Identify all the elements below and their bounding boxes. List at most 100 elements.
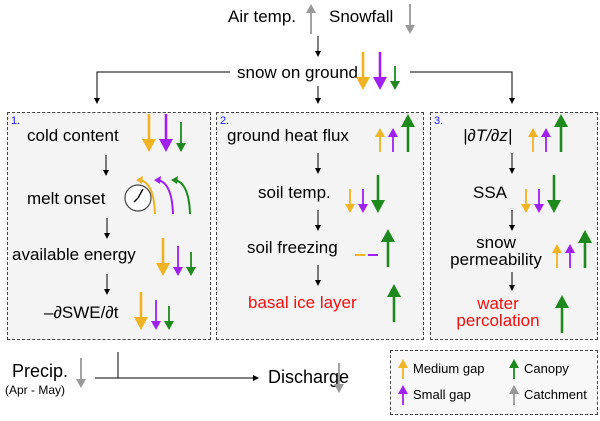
temp-gradient-label: |∂T/∂z| (463, 126, 513, 145)
clock-earlier-icon (124, 176, 191, 214)
canopy-down-arrow-icon (371, 175, 385, 213)
legend-canopy-label: Canopy (524, 361, 569, 376)
canopy-up-arrow-icon (381, 229, 395, 267)
canopy-down-arrow-icon (164, 306, 174, 330)
medium-gap-up-arrow-icon (398, 359, 408, 379)
snow-on-ground-arrows (356, 52, 400, 90)
snow-on-ground-label: snow on ground (237, 63, 358, 82)
snowfall-arrows (405, 4, 415, 34)
catchment-up-arrow-icon (509, 385, 519, 405)
snow-permeability-line-2: permeability (450, 250, 542, 269)
small-gap-down-arrow-icon (173, 246, 183, 276)
melt-rate-arrows (134, 292, 174, 330)
air-temp-label: Air temp. (228, 7, 297, 26)
medium-gap-down-arrow-icon (142, 114, 156, 152)
flow-arrow (103, 155, 109, 176)
canopy-up-arrow-icon (387, 284, 401, 322)
panel-cold-content: 1. (7, 112, 211, 340)
legend-canopy-icon (509, 359, 519, 379)
water-percolation-label: water percolation (438, 295, 558, 329)
water-percolation-line-1: water (477, 294, 519, 313)
melt-rate-label: –∂SWE/∂t (44, 303, 119, 322)
ground-heat-flux-arrows (375, 114, 415, 152)
panel-number: 3. (434, 115, 444, 127)
water-percolation-arrows (555, 295, 569, 333)
small-gap-down-arrow-icon (373, 52, 387, 90)
ssa-arrows (521, 175, 561, 213)
legend: Medium gap Canopy Small gap Catchment (390, 350, 598, 415)
precip-arrows (76, 358, 86, 388)
small-gap-up-arrow-icon (565, 244, 575, 268)
basal-ice-layer-arrows (387, 284, 401, 322)
flow-arrow (509, 210, 515, 231)
snowfall-label: Snowfall (329, 7, 394, 26)
medium-gap-up-arrow-icon (528, 128, 538, 152)
canopy-down-arrow-icon (390, 66, 400, 90)
catchment-down-arrow-icon (334, 363, 344, 393)
canopy-down-arrow-icon (186, 252, 196, 276)
small-gap-down-arrow-icon (358, 189, 368, 213)
soil-freezing-label: soil freezing (247, 238, 338, 257)
soil-freezing-arrows (355, 229, 395, 267)
small-gap-down-arrow-icon (534, 189, 544, 213)
medium-gap-up-arrow-icon (552, 244, 562, 268)
melt-onset-label: melt onset (27, 189, 106, 208)
discharge-label: Discharge (268, 367, 350, 387)
flow-arrow (104, 274, 110, 295)
legend-medium-gap-icon (398, 359, 408, 379)
cold-content-arrows (142, 114, 186, 152)
catchment-up-arrow-icon (306, 4, 316, 34)
branch-to-panel-1 (94, 71, 230, 104)
medium-gap-no-change-arrow-icon (355, 254, 365, 256)
catchment-down-arrow-icon (405, 4, 415, 34)
medium-gap-up-arrow-icon (375, 128, 385, 152)
legend-small-gap-label: Small gap (413, 387, 471, 402)
medium-gap-down-arrow-icon (356, 52, 370, 90)
ground-heat-flux-label: ground heat flux (227, 126, 349, 145)
flow-arrow (104, 218, 110, 239)
legend-catchment-icon (509, 385, 519, 405)
panel-number: 1. (11, 115, 21, 127)
medium-gap-down-arrow-icon (134, 292, 148, 330)
legend-medium-gap-label: Medium gap (413, 361, 485, 376)
soil-temp-label: soil temp. (258, 183, 331, 202)
branch-to-panel-3 (410, 71, 515, 104)
precip-period-label: (Apr - May) (5, 383, 65, 397)
medium-gap-down-arrow-icon (521, 189, 531, 213)
canopy-down-arrow-icon (176, 122, 186, 152)
small-gap-down-arrow-icon (159, 114, 173, 152)
flow-arrow (315, 210, 321, 231)
canopy-up-arrow-icon (401, 114, 415, 152)
available-energy-label: available energy (12, 245, 136, 264)
flow-arrow (509, 272, 515, 291)
small-gap-up-arrow-icon (541, 128, 551, 152)
temp-gradient-arrows (528, 114, 568, 152)
small-gap-down-arrow-icon (151, 300, 161, 330)
canopy-down-arrow-icon (547, 175, 561, 213)
medium-gap-down-arrow-icon (345, 189, 355, 213)
water-percolation-line-2: percolation (456, 311, 540, 330)
discharge-arrows (334, 363, 344, 393)
snow-permeability-arrows (552, 230, 592, 268)
canopy-up-arrow-icon (554, 114, 568, 152)
medium-gap-down-arrow-icon (156, 238, 170, 276)
catchment-down-arrow-icon (76, 358, 86, 388)
small-gap-up-arrow-icon (398, 385, 408, 405)
flow-arrow (315, 153, 321, 174)
cold-content-label: cold content (27, 126, 119, 145)
small-gap-up-arrow-icon (388, 128, 398, 152)
legend-catchment-label: Catchment (524, 387, 587, 402)
air-temp-arrows (306, 4, 316, 34)
basal-ice-layer-label: basal ice layer (248, 293, 357, 312)
soil-temp-arrows (345, 175, 385, 213)
ssa-label: SSA (473, 183, 508, 202)
available-energy-arrows (156, 238, 196, 276)
canopy-up-arrow-icon (578, 230, 592, 268)
legend-small-gap-icon (398, 385, 408, 405)
flow-arrow (509, 153, 515, 174)
canopy-up-arrow-icon (555, 295, 569, 333)
snow-permeability-line-1: snow (476, 233, 516, 252)
small-gap-no-change-arrow-icon (368, 254, 378, 256)
